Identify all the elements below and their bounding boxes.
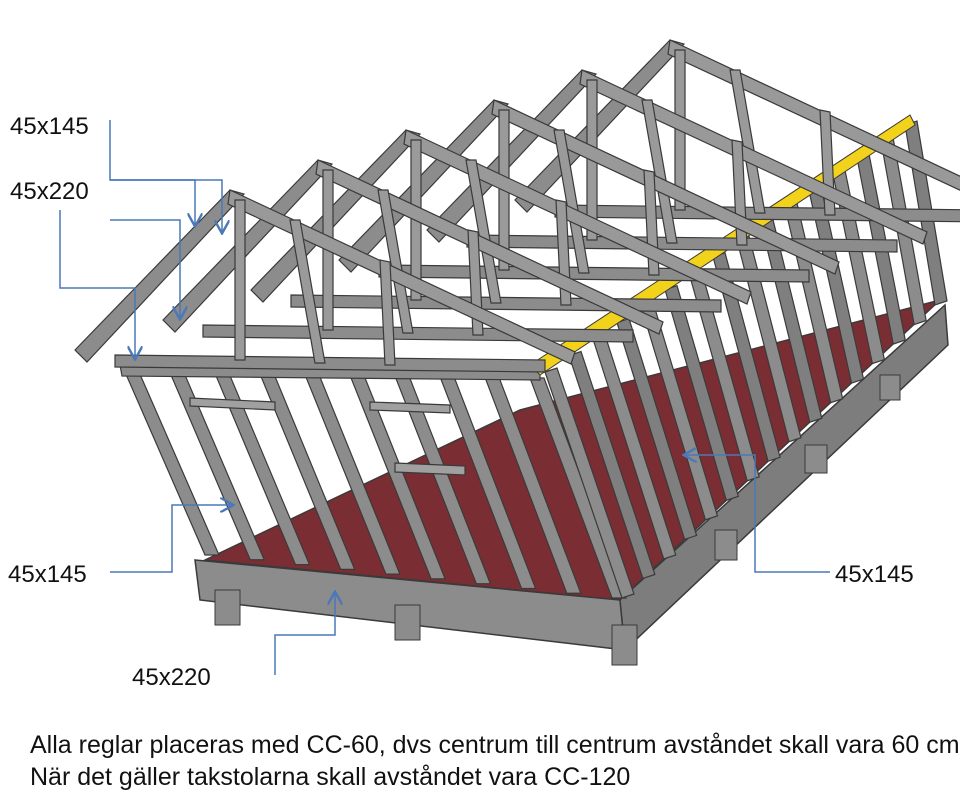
arrow-top-upper: [109, 120, 195, 225]
wall-stud: [544, 367, 635, 599]
window-header: [369, 401, 451, 414]
arrow-left-wall: [110, 505, 232, 573]
truss-web: [377, 189, 414, 334]
caption-line-2: När det gäller takstolarna skall avstånd…: [30, 763, 631, 791]
truss-bottom-chord: [114, 354, 546, 373]
wall-stud: [616, 317, 698, 541]
truss-rafter: [74, 189, 246, 363]
wall-stud: [568, 350, 656, 580]
truss-web: [465, 159, 502, 304]
label-top-lower: 45x220: [10, 178, 89, 205]
truss-rafter: [403, 129, 752, 305]
truss-web: [553, 129, 590, 274]
truss-web: [379, 259, 396, 366]
label-floor-beam: 45x220: [132, 664, 211, 691]
arrow-right-wall: [685, 455, 830, 573]
truss-web: [234, 199, 246, 361]
truss-rafter: [491, 99, 840, 275]
arrow-floor-beam: [274, 593, 335, 675]
arrow-top-lower: [59, 210, 135, 358]
truss-bottom-chord: [202, 324, 634, 343]
plinth: [214, 589, 241, 626]
truss-rafter: [227, 189, 576, 365]
truss-rafter: [315, 159, 664, 335]
arrow-top-upper-c: [110, 219, 180, 318]
truss-rafter: [579, 69, 928, 245]
wall-stud: [664, 284, 740, 502]
label-left-wall: 45x145: [8, 561, 87, 588]
truss-web: [729, 69, 766, 214]
wall-studs: [119, 120, 948, 599]
caption-line-1: Alla reglar placeras med CC-60, dvs cent…: [30, 731, 960, 759]
plinth: [394, 604, 421, 641]
label-right-wall: 45x145: [835, 561, 914, 588]
plinth: [714, 529, 738, 561]
arrow-top-upper-b: [110, 179, 222, 232]
window-header: [189, 397, 276, 411]
plinth: [879, 374, 901, 401]
label-top-upper: 45x145: [10, 113, 89, 140]
truss-web: [641, 99, 678, 244]
plinth: [611, 624, 638, 666]
annotation-arrows: [59, 120, 830, 675]
plinth: [804, 444, 828, 474]
window-sill: [394, 462, 466, 476]
roof-trusses: [74, 39, 960, 373]
truss-web: [289, 219, 326, 364]
